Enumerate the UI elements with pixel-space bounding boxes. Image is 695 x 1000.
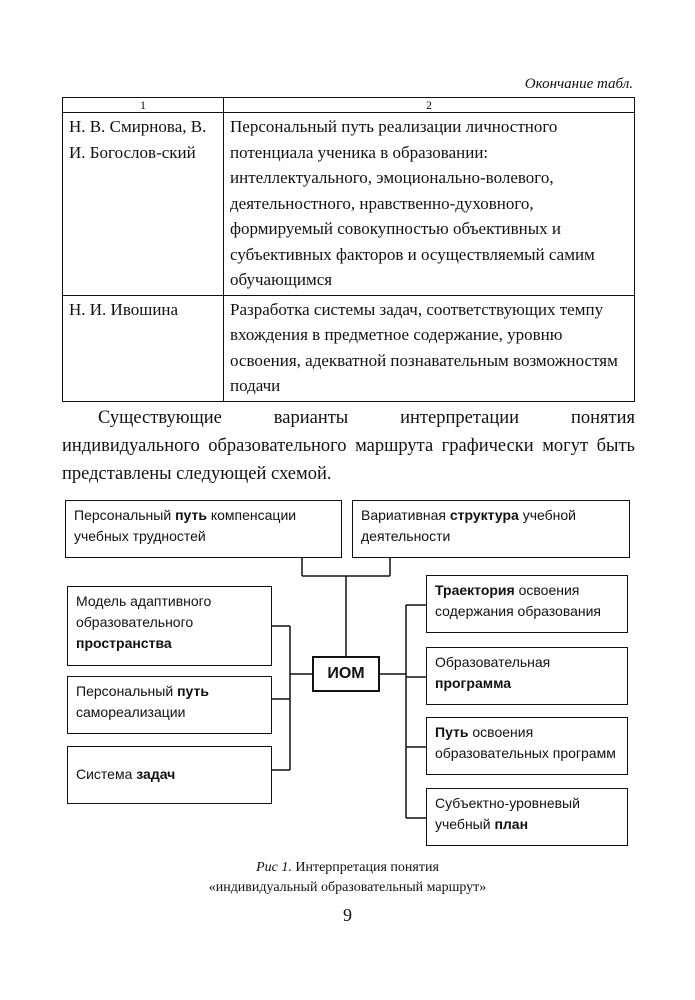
body-paragraph: Существующие варианты интерпретации поня… <box>62 408 635 484</box>
table-row: Н. И. Ивошина Разработка системы задач, … <box>62 294 635 402</box>
diagram-node-program: Образовательная программа <box>426 647 628 705</box>
diagram-node-trajectory: Траектория освоения содержания образован… <box>426 575 628 633</box>
table-header-row: 1 2 <box>62 97 635 113</box>
table-header-col2: 2 <box>223 97 635 113</box>
table-cell-definition: Персональный путь реализации личностного… <box>223 112 635 296</box>
table-cell-author: Н. В. Смирнова, В. И. Богослов-ский <box>62 112 224 296</box>
figure-caption-line1: Рис 1. Интерпретация понятия <box>256 860 439 875</box>
diagram-node-variative-structure: Вариативная структура учебной деятельнос… <box>352 500 630 558</box>
diagram-node-adaptive-space: Модель адаптивного образовательного прос… <box>67 586 272 666</box>
diagram-node-program-path: Путь освоения образовательных программ <box>426 717 628 775</box>
diagram-node-self-realization-path: Персональный путь самореализации <box>67 676 272 734</box>
table-cell-author: Н. И. Ивошина <box>62 294 224 402</box>
page-number: 9 <box>343 905 352 925</box>
diagram-node-task-system: Система задач <box>67 746 272 804</box>
table-row: Н. В. Смирнова, В. И. Богослов-ский Перс… <box>62 112 635 296</box>
diagram-center-iom: ИОМ <box>312 656 380 692</box>
definitions-table: 1 2 Н. В. Смирнова, В. И. Богослов-ский … <box>62 97 635 402</box>
diagram-node-study-plan: Субъектно-уровневый учебный план <box>426 788 628 846</box>
table-cell-definition: Разработка системы задач, соответствующи… <box>223 294 635 402</box>
figure-caption-prefix: Рис 1. <box>256 860 292 875</box>
diagram-node-compensation-path: Персональный путь компенсации учебных тр… <box>65 500 342 558</box>
figure-caption-line2: «индивидуальный образовательный маршрут» <box>208 880 487 895</box>
continuation-label: Окончание табл. <box>524 76 633 92</box>
